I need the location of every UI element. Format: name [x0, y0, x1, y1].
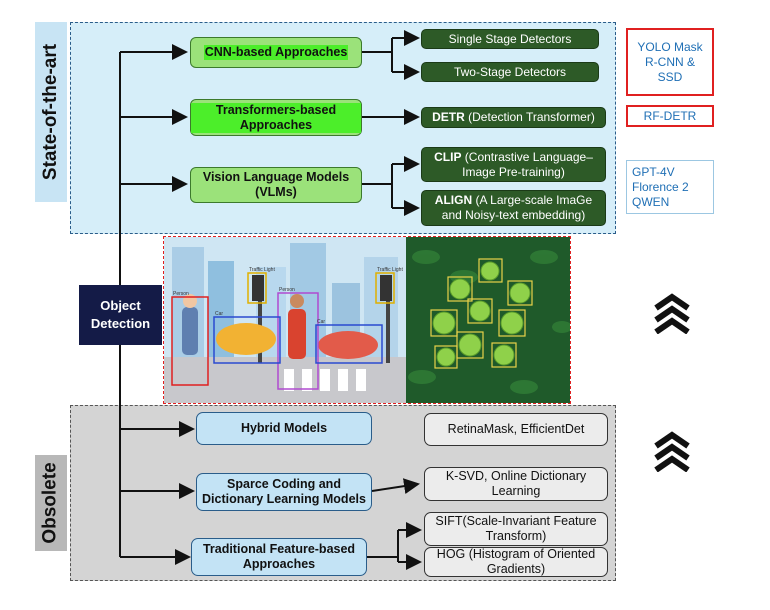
transformers-approaches-node: Transformers-based Approaches — [190, 99, 362, 136]
detr-abbrev: DETR — [432, 110, 465, 124]
sota-section-label: State-of-the-art — [35, 22, 67, 202]
apples — [432, 261, 531, 367]
hog-label: HOG (Histogram of Oriented Gradients) — [436, 547, 596, 576]
sift-node: SIFT(Scale-Invariant Feature Transform) — [424, 512, 608, 546]
street-tag-person-1: Person — [173, 291, 189, 297]
vlm-example-2: Florence 2 — [632, 179, 689, 194]
detection-illustration: Traffic Light Traffic Light Person Perso… — [163, 236, 571, 404]
align-abbrev: ALIGN — [434, 193, 473, 207]
align-node: ALIGN (A Large-scale ImaGe and Noisy-tex… — [421, 190, 606, 226]
hybrid-models-node: Hybrid Models — [196, 412, 372, 445]
clip-full: (Contrastive Language–Image Pre-training… — [461, 149, 593, 179]
street-tag-traffic-light-2: Traffic Light — [377, 267, 403, 273]
street-tag-person-2: Person — [279, 287, 295, 293]
vlm-label: Vision Language Models (VLMs) — [202, 170, 350, 199]
transformers-approaches-label: Transformers-based Approaches — [191, 102, 361, 133]
clip-abbrev: CLIP — [434, 149, 462, 164]
cnn-examples-text: YOLO Mask R-CNN & SSD — [637, 39, 703, 84]
cnn-approaches-label: CNN-based Approaches — [203, 45, 349, 60]
street-tag-car-1: Car — [215, 311, 223, 317]
traditional-feature-node: Traditional Feature-based Approaches — [191, 538, 367, 576]
two-stage-detectors-node: Two-Stage Detectors — [421, 62, 599, 82]
object-detection-node: Object Detection — [79, 285, 162, 345]
hog-node: HOG (Histogram of Oriented Gradients) — [424, 547, 608, 577]
traffic-pole-2 — [386, 277, 390, 363]
street-tag-traffic-light-1: Traffic Light — [249, 267, 275, 273]
hybrid-models-label: Hybrid Models — [240, 421, 328, 435]
chevrons-up-icon — [654, 431, 690, 472]
sift-label: SIFT(Scale-Invariant Feature Transform) — [435, 514, 597, 543]
sparse-coding-label: Sparce Coding and Dictionary Learning Mo… — [202, 477, 366, 506]
crosswalk — [284, 369, 366, 391]
person-2 — [288, 309, 306, 359]
detr-node: DETR (Detection Transformer) — [421, 107, 606, 128]
object-detection-label: Object Detection — [90, 298, 151, 331]
obsolete-section-label: Obsolete — [35, 455, 67, 551]
street-tag-car-2: Car — [317, 319, 325, 325]
align-full: (A Large-scale ImaGe and Noisy-text embe… — [441, 193, 593, 222]
transformers-examples-box: RF-DETR — [626, 105, 714, 127]
cnn-examples-box: YOLO Mask R-CNN & SSD — [626, 28, 714, 96]
clip-node: CLIP (Contrastive Language–Image Pre-tra… — [421, 147, 606, 182]
cnn-approaches-node: CNN-based Approaches — [190, 37, 362, 68]
detr-full: (Detection Transformer) — [464, 110, 595, 124]
traffic-light-2 — [380, 275, 392, 301]
person-2-head — [290, 294, 304, 308]
transformers-examples-text: RF-DETR — [643, 108, 697, 123]
traffic-light-1 — [252, 275, 264, 301]
chevrons-up-icon — [654, 293, 690, 334]
sparse-coding-node: Sparce Coding and Dictionary Learning Mo… — [196, 473, 372, 511]
illustration-svg: Traffic Light Traffic Light Person Perso… — [164, 237, 570, 403]
vlm-example-3: QWEN — [632, 194, 670, 209]
retinamask-label: RetinaMask, EfficientDet — [447, 422, 585, 436]
traffic-pole-1 — [258, 277, 262, 363]
leaves — [408, 250, 570, 394]
vlm-examples-box: GPT-4V Florence 2 QWEN — [626, 160, 714, 214]
person-1 — [182, 307, 198, 355]
apple-detection-boxes — [430, 258, 533, 369]
traditional-feature-label: Traditional Feature-based Approaches — [202, 542, 356, 571]
two-stage-detectors-label: Two-Stage Detectors — [453, 64, 567, 79]
car-1 — [216, 323, 276, 355]
vlm-example-1: GPT-4V — [632, 164, 675, 179]
vlm-node: Vision Language Models (VLMs) — [190, 167, 362, 203]
retinamask-node: RetinaMask, EfficientDet — [424, 413, 608, 446]
single-stage-detectors-label: Single Stage Detectors — [448, 31, 572, 46]
ksvd-label: K-SVD, Online Dictionary Learning — [445, 469, 587, 498]
car-2 — [318, 331, 378, 359]
single-stage-detectors-node: Single Stage Detectors — [421, 29, 599, 49]
ksvd-node: K-SVD, Online Dictionary Learning — [424, 467, 608, 501]
street-detection-boxes — [171, 272, 395, 390]
